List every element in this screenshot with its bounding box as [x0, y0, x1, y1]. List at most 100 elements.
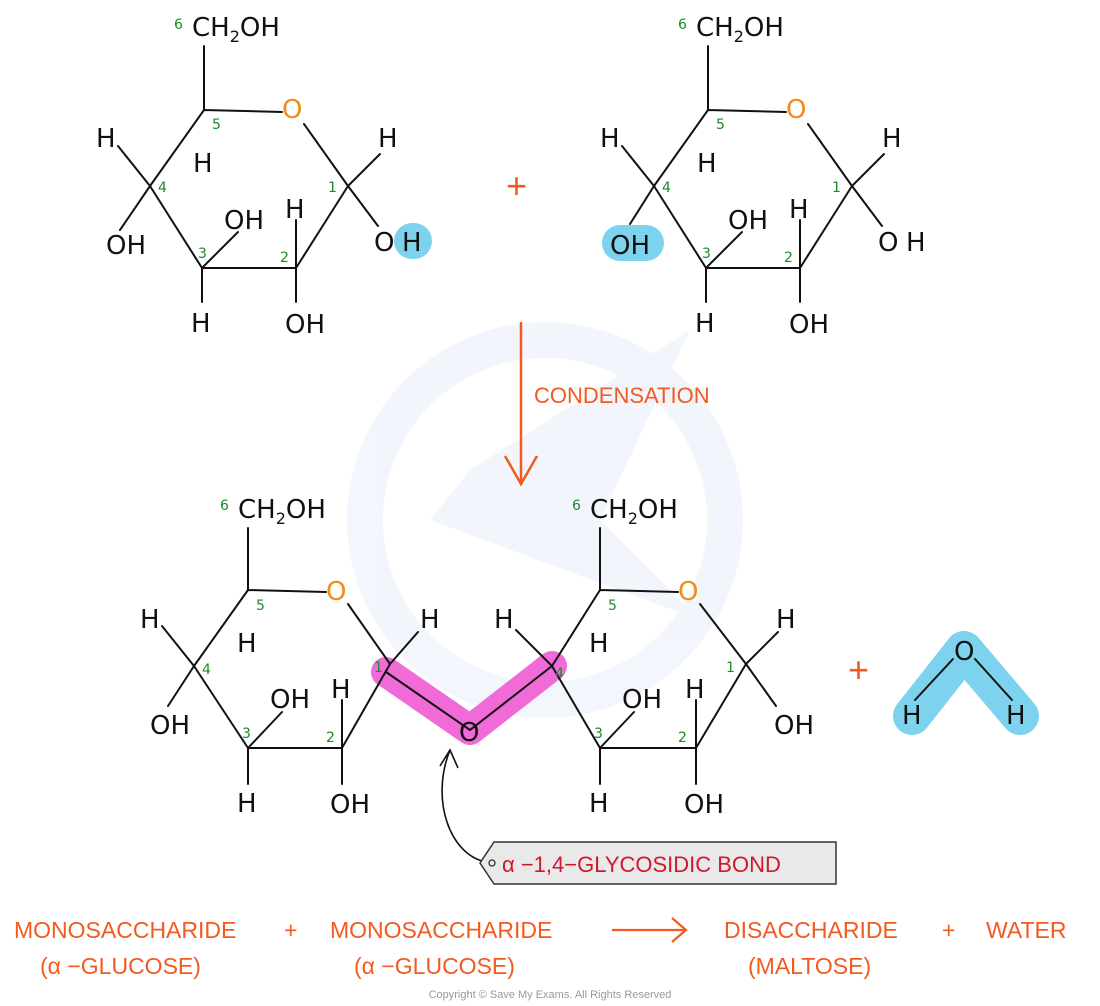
h-atom: H — [237, 629, 257, 659]
word-equation: MONOSACCHARIDE (α −GLUCOSE) + MONOSACCHA… — [14, 917, 1067, 979]
water-hydrogen: H — [1006, 701, 1026, 731]
oh-group: OH — [150, 711, 190, 741]
h-atom: H — [237, 789, 257, 819]
oh-group: OH — [224, 206, 264, 236]
oh-group: OH — [622, 685, 662, 715]
carbon-4-label: 4 — [202, 662, 211, 678]
ch2oh-group: CH2OH — [238, 495, 326, 528]
h-atom: H — [193, 149, 213, 179]
reactant-2-name: (α −GLUCOSE) — [354, 953, 515, 979]
carbon-1-label: 1 — [832, 180, 841, 196]
carbon-6-label: 6 — [220, 498, 229, 514]
glycosidic-bond-callout: α −1,4−GLYCOSIDIC BOND — [439, 748, 837, 885]
ring-oxygen: O — [282, 95, 302, 125]
h-atom: H — [378, 124, 398, 154]
carbon-2-label: 2 — [280, 250, 289, 266]
plus-sign: + — [506, 165, 527, 206]
h-atom: H — [685, 675, 705, 705]
h-atom: H — [331, 675, 351, 705]
ch2oh-group: CH2OH — [696, 13, 784, 46]
reactant-2: MONOSACCHARIDE — [330, 917, 552, 943]
carbon-2-label: 2 — [678, 730, 687, 746]
oh-group: OH — [330, 790, 370, 820]
hydroxyl-highlight — [602, 225, 664, 261]
h-atom: H — [695, 309, 715, 339]
ch2oh-group: CH2OH — [192, 13, 280, 46]
ring-oxygen: O — [326, 577, 346, 607]
carbon-3-label: 3 — [242, 726, 251, 742]
carbon-5-label: 5 — [256, 598, 265, 614]
h-atom: H — [697, 149, 717, 179]
carbon-5-label: 5 — [608, 598, 617, 614]
h-atom: H — [589, 789, 609, 819]
water-hydrogen: H — [902, 701, 922, 731]
h-atom: H — [882, 124, 902, 154]
reactant-1: MONOSACCHARIDE — [14, 917, 236, 943]
carbon-1-label: 1 — [726, 660, 735, 676]
carbon-4-label: 4 — [555, 666, 564, 682]
product-1-name: (MALTOSE) — [748, 953, 871, 979]
oh-group: OH — [684, 790, 724, 820]
oh-group: OH — [789, 310, 829, 340]
carbon-6-label: 6 — [678, 17, 687, 33]
water-molecule: O H H — [893, 631, 1039, 735]
glycosidic-oxygen: O — [459, 718, 479, 748]
carbon-3-label: 3 — [198, 246, 207, 262]
carbon-1-label: 1 — [328, 180, 337, 196]
maltose-molecule: 6 CH2OH O 5 H H 4 OH 3 OH H 2 H OH 1 H O… — [140, 495, 814, 820]
oh-group-o: O — [878, 228, 898, 258]
ring-oxygen: O — [678, 577, 698, 607]
bond-tag-label: α −1,4−GLYCOSIDIC BOND — [502, 852, 781, 877]
carbon-3-label: 3 — [594, 726, 603, 742]
oh-group-h: H — [906, 228, 926, 258]
oh-group-o: O — [374, 228, 394, 258]
condensation-label: CONDENSATION — [534, 383, 710, 408]
oh-group: OH — [106, 231, 146, 261]
product-2: WATER — [986, 917, 1067, 943]
ring-oxygen: O — [786, 95, 806, 125]
removed-hydroxyl: OH — [610, 231, 650, 261]
product-1: DISACCHARIDE — [724, 917, 898, 943]
hydrogen-highlight — [394, 223, 432, 259]
h-atom: H — [589, 629, 609, 659]
h-atom: H — [191, 309, 211, 339]
equation-plus: + — [942, 917, 955, 943]
glucose-molecule-1: 6 CH2OH O 5 H H 4 OH 3 OH H 2 H OH 1 H O… — [96, 13, 432, 340]
carbon-5-label: 5 — [212, 117, 221, 133]
h-atom: H — [96, 124, 116, 154]
carbon-5-label: 5 — [716, 117, 725, 133]
ch2oh-group: CH2OH — [590, 495, 678, 528]
removed-hydrogen: H — [402, 228, 422, 258]
carbon-1-label: 1 — [374, 660, 383, 676]
oh-group: OH — [270, 685, 310, 715]
reactant-1-name: (α −GLUCOSE) — [40, 953, 201, 979]
water-oxygen: O — [954, 637, 974, 667]
carbon-3-label: 3 — [702, 246, 711, 262]
oh-group: OH — [774, 711, 814, 741]
carbon-4-label: 4 — [662, 180, 671, 196]
h-atom: H — [420, 605, 440, 635]
carbon-2-label: 2 — [326, 730, 335, 746]
oh-group: OH — [285, 310, 325, 340]
oh-group: OH — [728, 206, 768, 236]
bond-tag — [479, 841, 837, 885]
water-highlight — [893, 631, 1039, 735]
glucose-molecule-2: 6 CH2OH O 5 H H 4 OH 3 OH H 2 H OH 1 H O… — [600, 13, 926, 340]
equation-plus: + — [284, 917, 297, 943]
carbon-4-label: 4 — [158, 180, 167, 196]
h-atom: H — [494, 605, 514, 635]
carbon-6-label: 6 — [174, 17, 183, 33]
watermark-logo — [347, 322, 743, 718]
h-atom: H — [789, 195, 809, 225]
carbon-6-label: 6 — [572, 498, 581, 514]
glycosidic-bond — [385, 665, 553, 732]
h-atom: H — [776, 605, 796, 635]
h-atom: H — [140, 605, 160, 635]
plus-sign: + — [848, 649, 869, 690]
copyright-notice: Copyright © Save My Exams. All Rights Re… — [429, 989, 672, 1001]
condensation-arrow — [503, 322, 539, 487]
h-atom: H — [285, 195, 305, 225]
carbon-2-label: 2 — [784, 250, 793, 266]
h-atom: H — [600, 124, 620, 154]
